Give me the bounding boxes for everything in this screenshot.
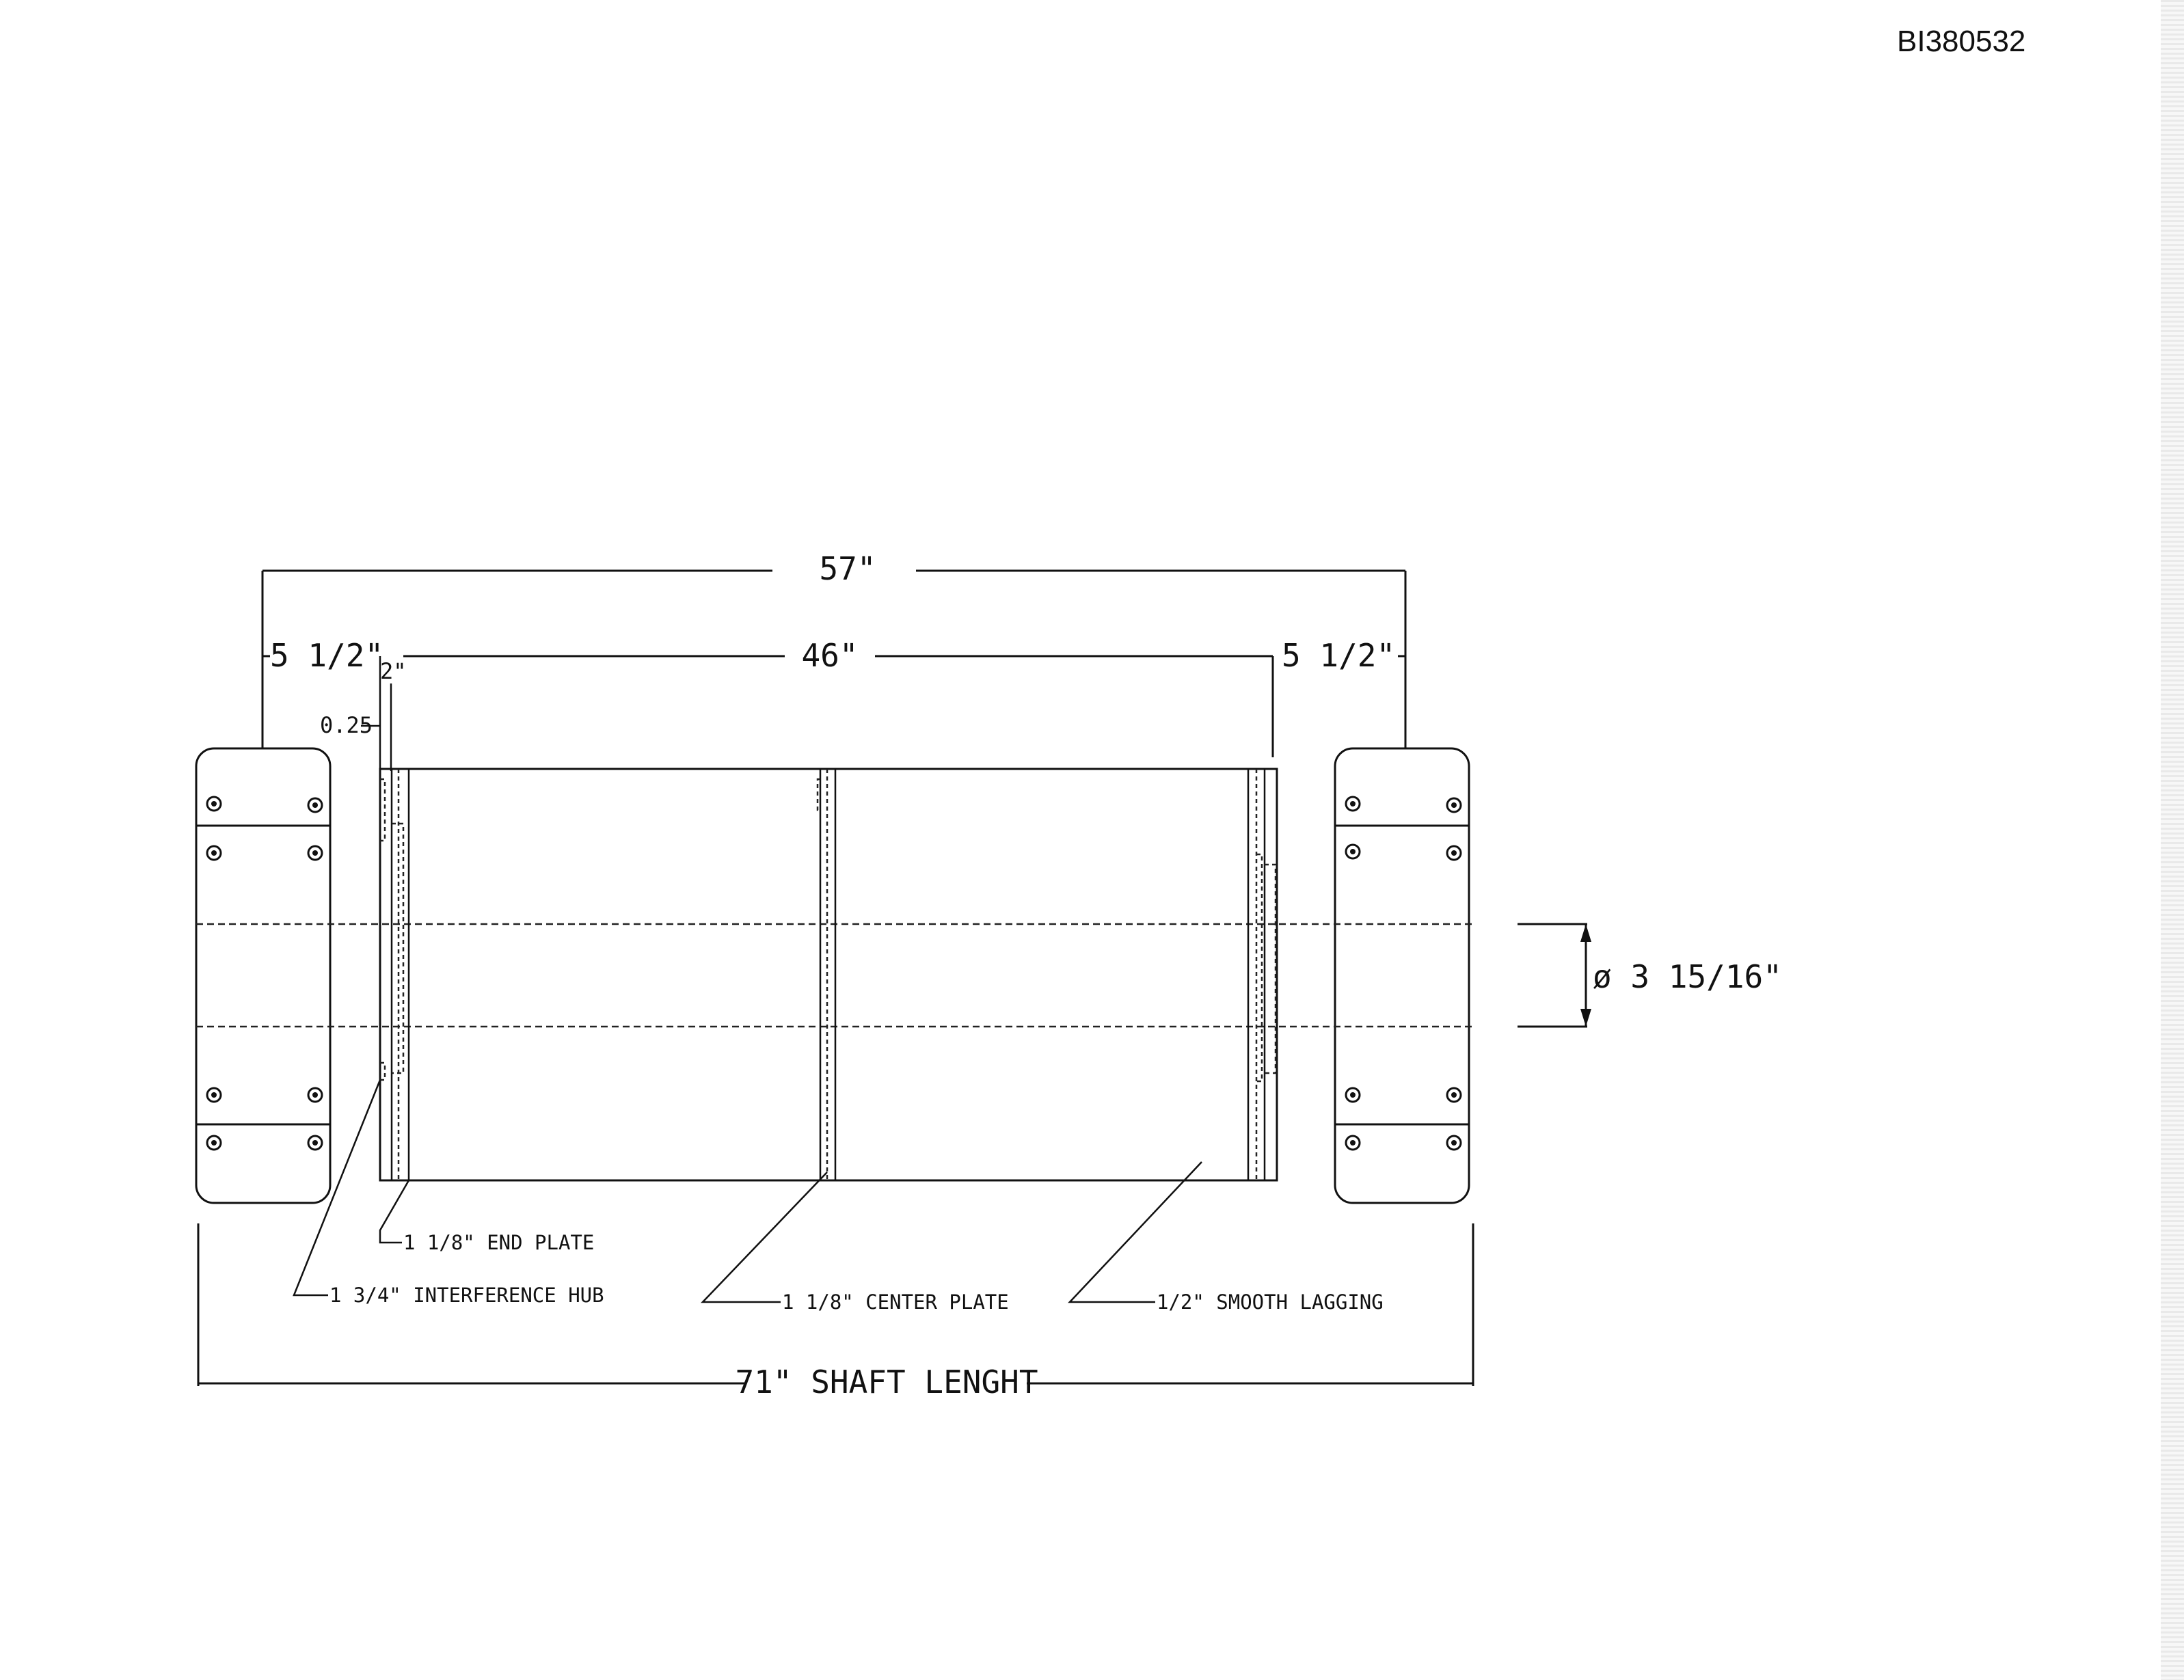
dim-shaft-diameter: ø 3 15/16"	[1518, 923, 1782, 1028]
dim-shaft-length-label: 71" SHAFT LENGHT	[735, 1364, 1038, 1400]
dim-shaft-length: 71" SHAFT LENGHT	[197, 1223, 1474, 1400]
scan-edge-strip	[2161, 0, 2184, 1680]
callout-center-plate-label: 1 1/8" CENTER PLATE	[782, 1290, 1009, 1314]
dim-face-width-label: 46"	[801, 637, 858, 674]
callout-interference-hub-label: 1 3/4" INTERFERENCE HUB	[329, 1284, 604, 1307]
dim-end-plate-offset: 2"	[379, 656, 407, 771]
dim-lagging-thickness-label: 0.25	[320, 712, 373, 738]
callout-center-plate: 1 1/8" CENTER PLATE	[701, 1171, 1009, 1314]
callout-end-plate: 1 1/8" END PLATE	[379, 1180, 594, 1254]
document-id: BI380532	[1897, 25, 2025, 58]
pulley-drum	[379, 768, 1278, 1182]
dim-overall-width: 57"	[261, 550, 1407, 748]
dim-overall-width-label: 57"	[819, 550, 876, 587]
callout-smooth-lagging-label: 1/2" SMOOTH LAGGING	[1157, 1290, 1384, 1314]
dim-end-plate-offset-label: 2"	[380, 658, 407, 684]
callout-end-plate-label: 1 1/8" END PLATE	[403, 1231, 594, 1254]
bolt-icon	[1345, 796, 1462, 1151]
dim-shaft-diameter-label: ø 3 15/16"	[1593, 958, 1782, 995]
dim-left-offset-label: 5 1/2"	[270, 637, 383, 674]
callout-interference-hub: 1 3/4" INTERFERENCE HUB	[293, 1079, 604, 1307]
bearing-left	[195, 747, 332, 1204]
dim-right-offset-label: 5 1/2"	[1282, 637, 1395, 674]
dim-face-width: 46"	[403, 637, 1274, 757]
callout-smooth-lagging: 1/2" SMOOTH LAGGING	[1068, 1161, 1384, 1314]
dim-lagging-thickness: 0.25	[320, 712, 380, 738]
bearing-right	[1334, 747, 1470, 1204]
bolt-icon	[206, 796, 323, 1151]
